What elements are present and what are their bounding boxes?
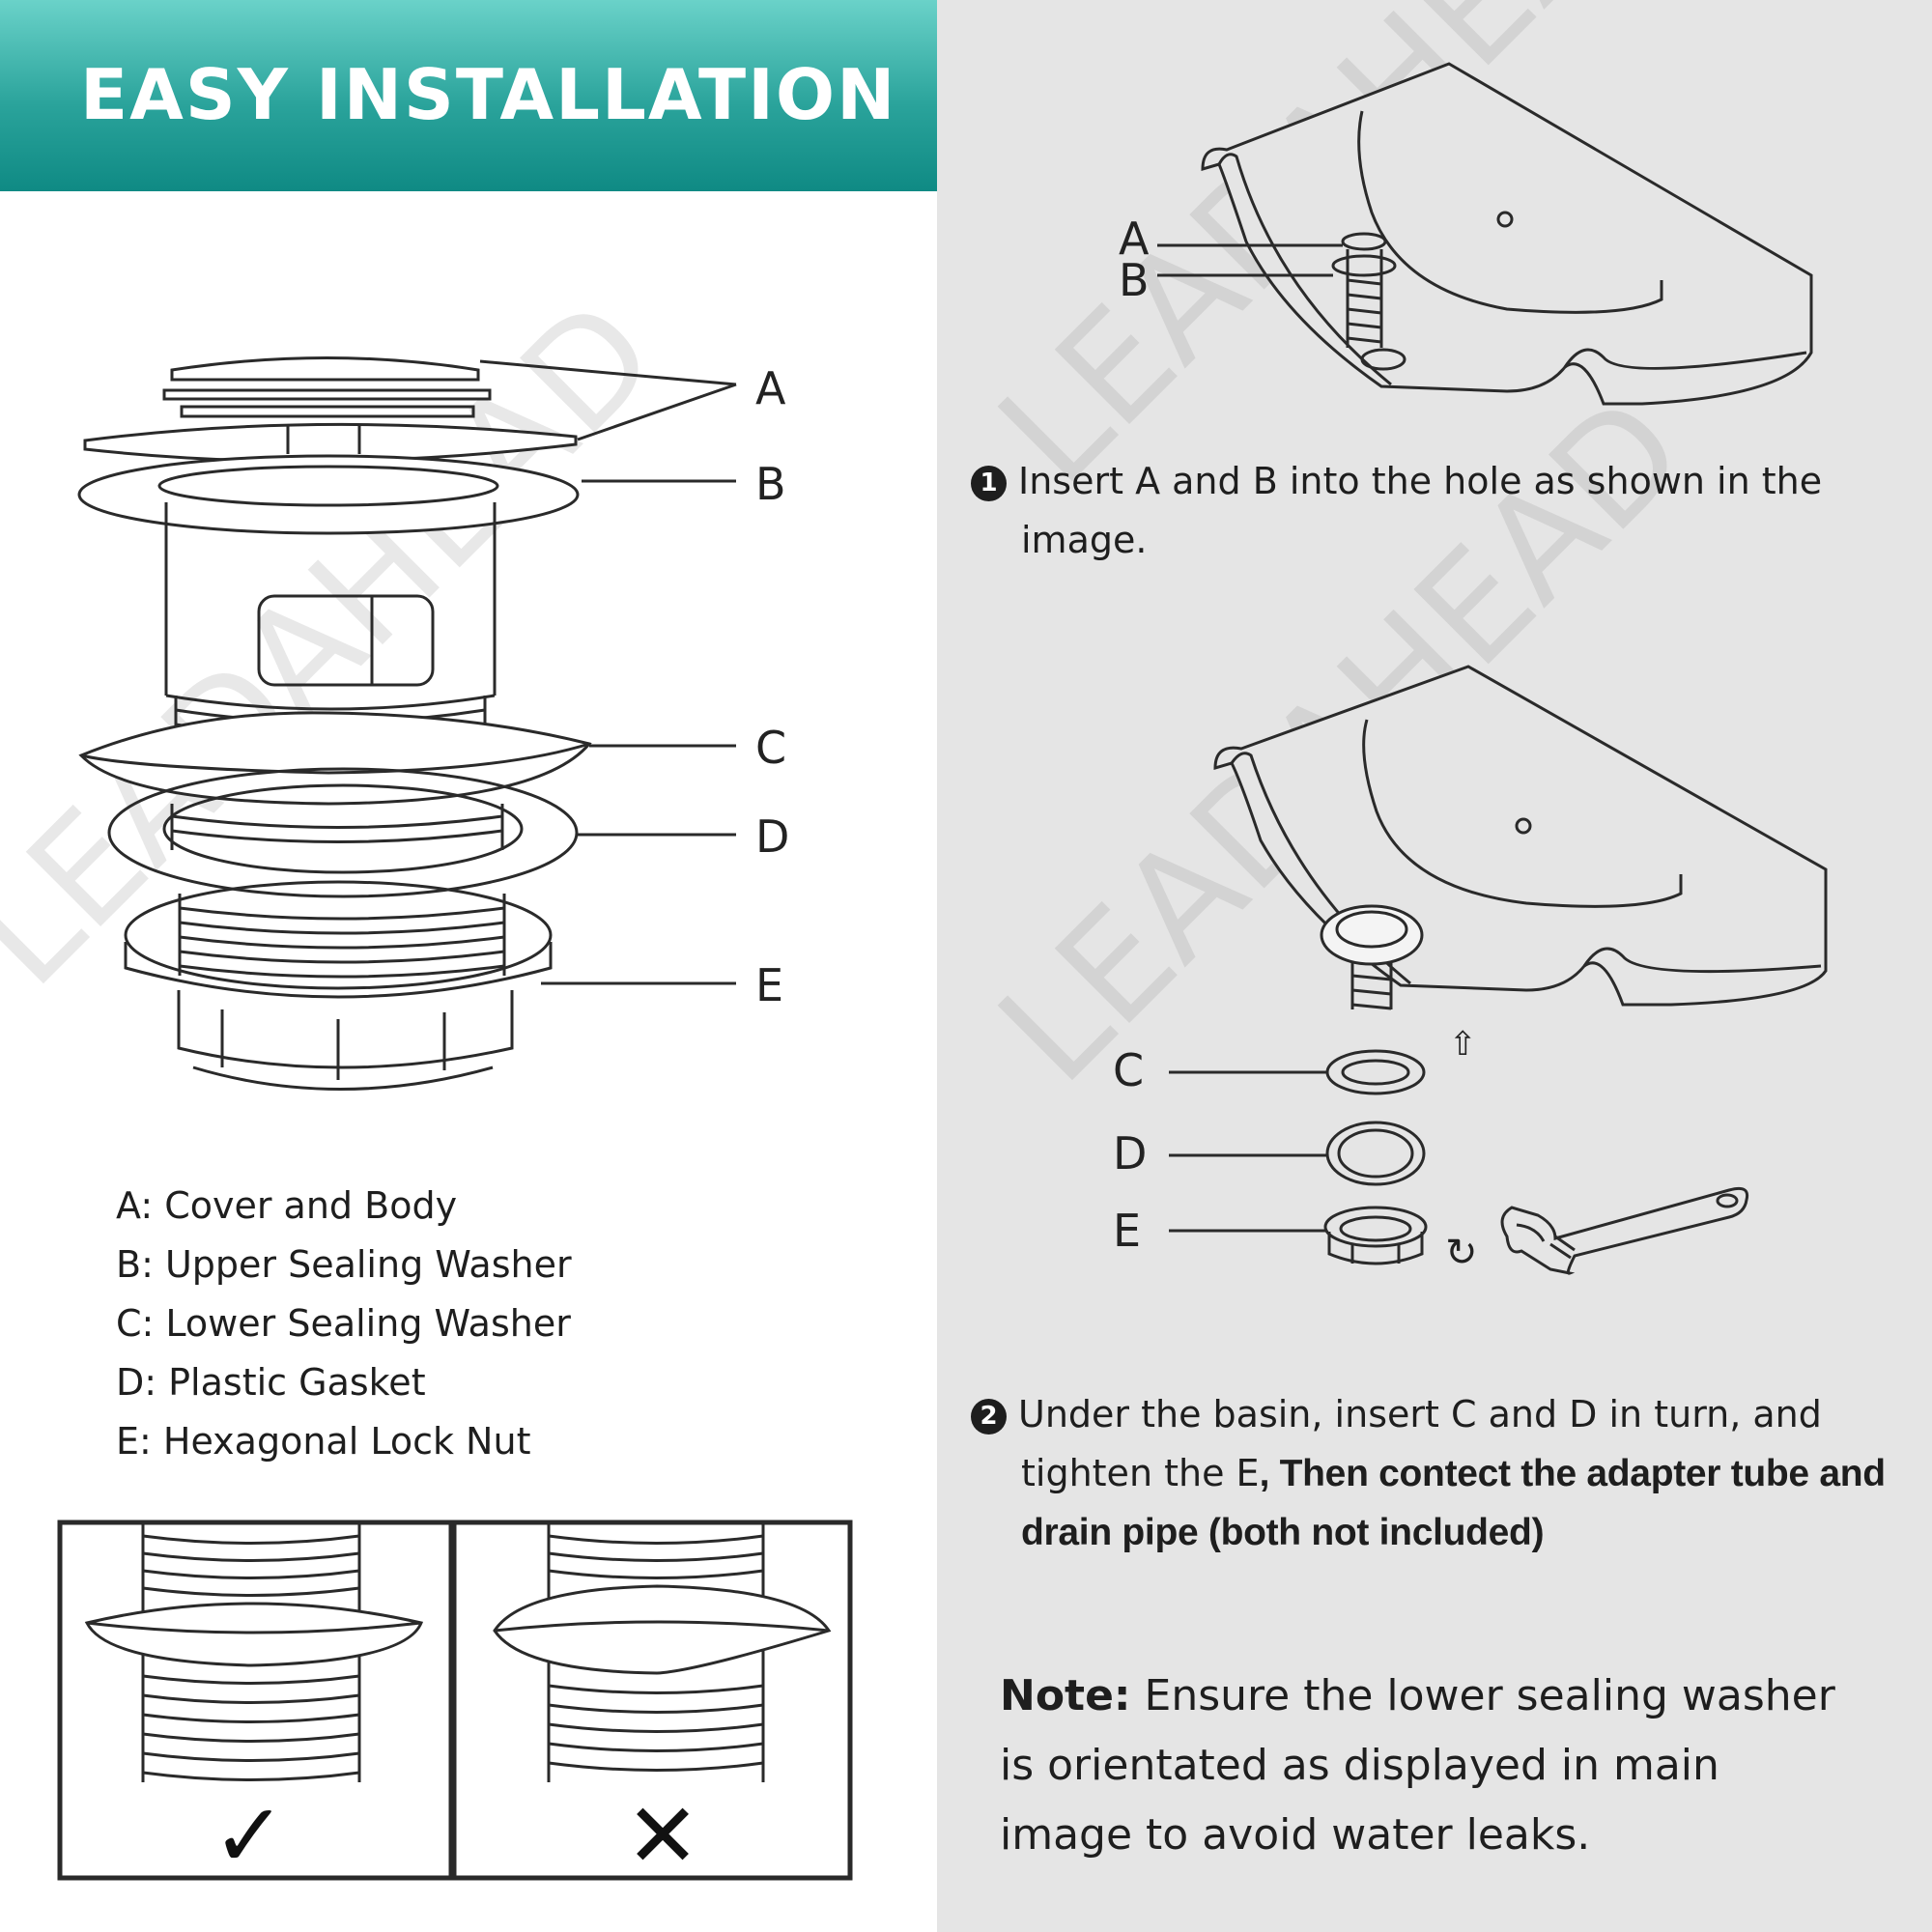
- label-a: A: [755, 362, 786, 414]
- step2-line-2b: , Then contect the adapter tube and: [1259, 1453, 1887, 1494]
- step2-label-c: C: [1113, 1044, 1144, 1096]
- up-arrow-icon: ⇧: [1449, 1025, 1477, 1064]
- step2-line-2a: tighten the E: [1021, 1452, 1260, 1494]
- note-label: Note:: [1000, 1671, 1131, 1720]
- step1-label-b: B: [1119, 254, 1150, 306]
- label-d: D: [755, 810, 789, 863]
- note-line-2: is orientated as displayed in main: [1000, 1741, 1719, 1790]
- note-line-3: image to avoid water leaks.: [1000, 1810, 1591, 1860]
- step2-number-badge: 2: [971, 1399, 1007, 1435]
- banner-title: EASY INSTALLATION: [80, 54, 897, 135]
- step2-line-1: Under the basin, insert C and D in turn,…: [1018, 1393, 1822, 1435]
- correct-orientation-drawing: [84, 1524, 424, 1782]
- legend-item: C: Lower Sealing Washer: [116, 1302, 571, 1345]
- note-line-1: Ensure the lower sealing washer: [1130, 1671, 1835, 1720]
- step2-label-e: E: [1113, 1205, 1141, 1257]
- title-banner: EASY INSTALLATION: [0, 0, 937, 191]
- step1-text: 1 Insert A and B into the hole as shown i…: [971, 452, 1927, 570]
- legend-item: A: Cover and Body: [116, 1184, 458, 1227]
- step2-label-d: D: [1113, 1127, 1147, 1179]
- cross-icon: ✕: [625, 1784, 699, 1888]
- label-b: B: [755, 458, 786, 510]
- basin-step1-drawing: [1157, 62, 1813, 406]
- step2-text: 2 Under the basin, insert C and D in turn…: [971, 1385, 1927, 1562]
- legend-item: D: Plastic Gasket: [116, 1361, 426, 1404]
- note-block: Note: Ensure the lower sealing washer is…: [1000, 1662, 1835, 1870]
- basin-step2-drawing: [1169, 665, 1828, 1275]
- orientation-boxes: [57, 1520, 853, 1881]
- step1-line-2: image.: [1021, 519, 1148, 561]
- step1-label-a: A: [1119, 213, 1150, 265]
- step2-line-3: drain pipe (both not included): [1021, 1512, 1545, 1553]
- legend-item: B: Upper Sealing Washer: [116, 1243, 572, 1286]
- legend-item: E: Hexagonal Lock Nut: [116, 1420, 531, 1463]
- drain-assembly-drawing: [77, 356, 737, 1091]
- check-icon: ✓: [212, 1784, 286, 1888]
- wrong-orientation-drawing: [493, 1524, 832, 1782]
- step1-line-1: Insert A and B into the hole as shown in…: [1018, 460, 1823, 502]
- label-e: E: [755, 959, 783, 1011]
- rotate-arrow-icon: ↻: [1445, 1231, 1478, 1275]
- parts-legend: A: Cover and Body B: Upper Sealing Washe…: [116, 1177, 572, 1471]
- label-c: C: [755, 722, 786, 774]
- step1-number-badge: 1: [971, 466, 1007, 501]
